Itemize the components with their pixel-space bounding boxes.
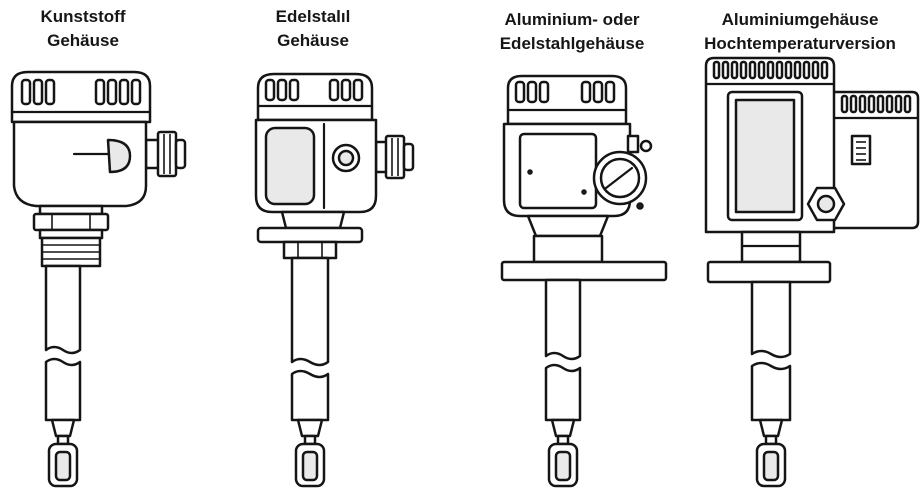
label-line-1: Edelstalıl <box>275 7 351 26</box>
device-aluminium-edelstahl <box>500 74 668 488</box>
flange <box>256 226 364 244</box>
device-kunststoff <box>10 70 187 488</box>
vent-slots <box>840 94 912 114</box>
housing-cover <box>256 72 374 122</box>
label-line-1: Kunststoff <box>40 7 126 26</box>
label-hochtemperaturversion: Aluminiumgehäuse Hochtemperaturversion <box>680 8 920 56</box>
device-edelstahl <box>254 72 415 488</box>
vent-slots <box>264 78 364 102</box>
flange <box>706 260 832 284</box>
label-line-1: Aluminium- oder <box>504 10 640 29</box>
housing-cover <box>10 70 152 124</box>
cable-gland <box>374 134 415 180</box>
label-aluminium-oder-edelstahl: Aluminium- oder Edelstahlgehäuse <box>482 8 662 56</box>
warning-label <box>850 134 872 166</box>
vent-slots <box>712 60 829 80</box>
label-kunststoff-gehaeuse: Kunststoff Gehäuse <box>18 5 148 53</box>
process-connection <box>32 204 110 268</box>
flange <box>500 260 668 282</box>
label-line-2: Gehäuse <box>47 31 119 50</box>
extension-tube <box>750 280 792 422</box>
vent-slots <box>20 78 142 106</box>
pressure-gauge-icon <box>592 134 653 210</box>
cable-gland <box>144 130 187 178</box>
label-line-2: Edelstahlgehäuse <box>499 34 645 53</box>
extension-tube <box>544 278 582 422</box>
vent-slots <box>514 80 616 104</box>
process-connection <box>256 210 364 260</box>
label-line-2: Hochtemperaturversion <box>704 34 896 53</box>
tuning-fork <box>755 418 787 488</box>
housing-body <box>12 120 148 208</box>
process-connection <box>500 214 668 282</box>
tuning-fork <box>47 418 79 488</box>
tuning-fork <box>547 418 579 488</box>
terminal-compartment <box>828 90 920 230</box>
extension-tube <box>290 256 330 422</box>
device-hochtemperatur <box>704 56 920 488</box>
tuning-fork <box>294 418 326 488</box>
housing-body <box>254 118 378 214</box>
label-line-1: Aluminiumgehäuse <box>721 10 879 29</box>
label-edelstahl-gehaeuse: Edelstalıl Gehäuse <box>248 5 378 53</box>
process-connection <box>706 230 832 284</box>
extension-tube <box>44 264 82 422</box>
label-line-2: Gehäuse <box>277 31 349 50</box>
housing-cover <box>506 74 628 126</box>
housing-main <box>704 56 846 234</box>
